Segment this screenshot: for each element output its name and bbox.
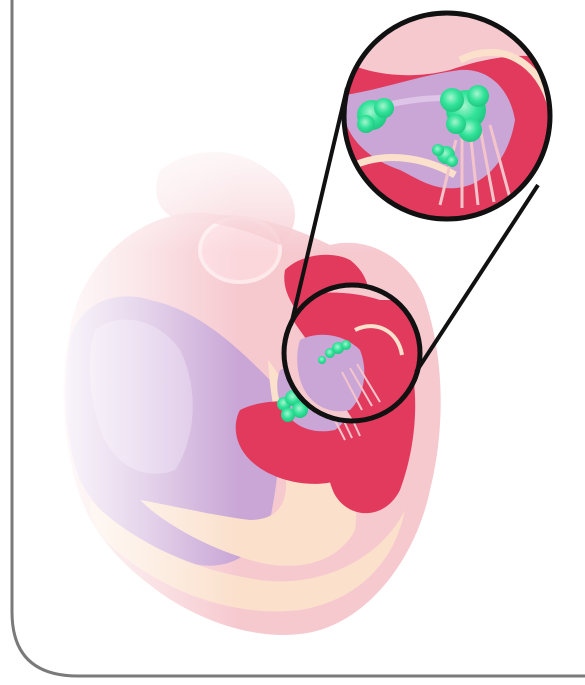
illustration-canvas	[0, 0, 585, 685]
heart-illustration	[0, 0, 585, 685]
